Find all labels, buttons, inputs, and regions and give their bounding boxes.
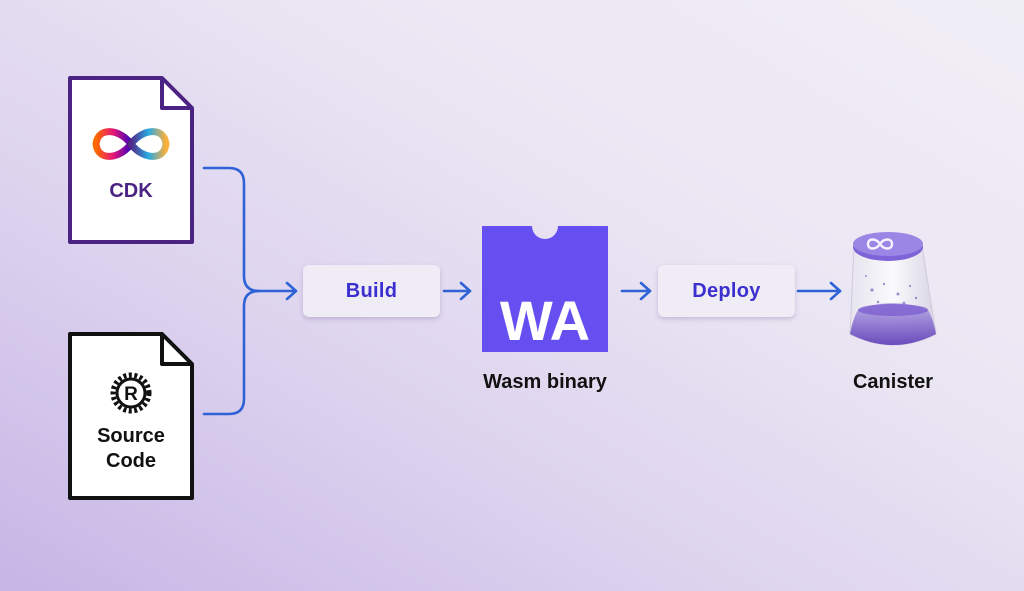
wasm-logo-icon: WA [482, 226, 608, 352]
deploy-step: Deploy [658, 265, 795, 317]
source-code-label: Source Code [70, 424, 192, 474]
canister-icon [849, 232, 937, 346]
arrow-icon [442, 281, 472, 301]
deploy-step-label: Deploy [692, 279, 761, 302]
rust-logo-icon: R [110, 372, 152, 414]
arrow-icon [620, 281, 652, 301]
source-code-label-line2: Code [106, 450, 156, 472]
build-step: Build [303, 265, 440, 317]
canister-caption: Canister [852, 371, 934, 393]
svg-text:WA: WA [500, 289, 590, 352]
source-code-label-line1: Source [97, 425, 165, 447]
cdk-file-icon [68, 76, 194, 244]
source-code-file-icon [68, 332, 194, 500]
merge-connector [202, 166, 298, 416]
cdk-label: CDK [109, 180, 153, 202]
arrow-icon [796, 281, 842, 301]
wasm-binary-caption: Wasm binary [483, 371, 607, 393]
svg-text:R: R [124, 384, 138, 405]
infinity-logo-icon [92, 128, 170, 160]
build-step-label: Build [345, 279, 398, 302]
